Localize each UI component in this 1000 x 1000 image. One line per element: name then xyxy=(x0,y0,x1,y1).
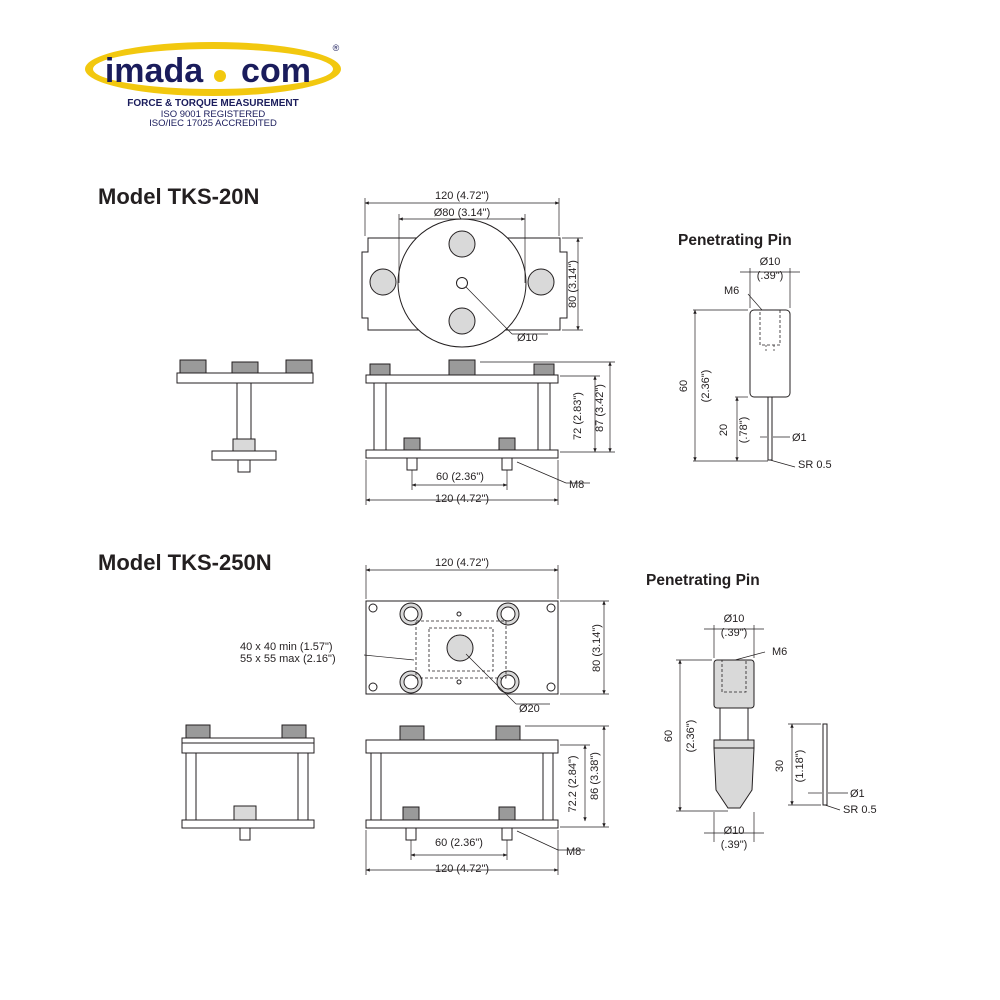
tks20-front-view: 72 (2.83") 87 (3.42") 60 (2.36") 120 (4.… xyxy=(365,359,615,505)
tks250-pin-needle-len-in: (1.18") xyxy=(794,750,806,783)
tks20-pin-length-in: (2.36") xyxy=(700,370,712,403)
tks20-pin-dia-top-in: (.39") xyxy=(757,270,784,282)
tks250-center-hole-label: Ø20 xyxy=(519,703,540,715)
tks250-sample-max-label: 55 x 55 max (2.16") xyxy=(240,653,336,665)
tks20-pin-tip-radius: SR 0.5 xyxy=(798,459,832,471)
tks20-pin-tip-len: 20 xyxy=(718,424,730,436)
logo-tagline: FORCE & TORQUE MEASUREMENT xyxy=(127,98,299,109)
tks20-center-hole-label: Ø10 xyxy=(517,332,538,344)
tks250-front-view: 72.2 (2.84") 86 (3.38") 60 (2.36") 120 (… xyxy=(365,725,609,875)
tks20-top-height-label: 80 (3.14") xyxy=(567,260,579,308)
tks250-pin-tip-radius: SR 0.5 xyxy=(843,804,877,816)
tks20-front-h2-label: 87 (3.42") xyxy=(594,384,606,432)
tks250-pin-dia-top: Ø10 xyxy=(724,613,745,625)
logo-cert-iso9001: ISO 9001 REGISTERED xyxy=(160,109,266,120)
logo-graphic: imada com ® xyxy=(85,42,341,96)
logo-ellipse-inner xyxy=(93,49,333,89)
tks20-pin-dia-top: Ø10 xyxy=(760,256,781,268)
tks250-pin-dia-bottom: Ø10 xyxy=(724,825,745,837)
tks250-front-spacing-label: 60 (2.36") xyxy=(435,837,483,849)
pin-title-tks250n: Penetrating Pin xyxy=(646,572,760,589)
tks250-side-view xyxy=(181,724,315,841)
tks250-pin-needle-len: 30 xyxy=(774,760,786,772)
pin-title-tks20n: Penetrating Pin xyxy=(678,232,792,249)
tks20-top-circle-label: Ø80 (3.14") xyxy=(434,207,491,219)
model-title-tks250n: Model TKS-250N xyxy=(98,550,272,575)
tks250-pin-length-in: (2.36") xyxy=(685,720,697,753)
tks20-top-width-label: 120 (4.72") xyxy=(435,190,489,202)
tks250-pin-length: 60 xyxy=(663,730,675,742)
tks20-front-width-label: 120 (4.72") xyxy=(435,493,489,505)
logo-word-right: com xyxy=(241,52,311,90)
tks250-top-width-label: 120 (4.72") xyxy=(435,557,489,569)
logo-registered-mark: ® xyxy=(333,43,340,53)
tks250-pin-dia-bottom-in: (.39") xyxy=(721,839,748,851)
logo-cert-iso17025: ISO/IEC 17025 ACCREDITED xyxy=(149,118,277,129)
tks20-front-spacing-label: 60 (2.36") xyxy=(436,471,484,483)
tks20-thread-label: M8 xyxy=(569,479,584,491)
tks250-top-height-label: 80 (3.14") xyxy=(591,624,603,672)
logo-word-left: imada xyxy=(105,52,204,90)
tks250-thread-label: M8 xyxy=(566,846,581,858)
tks20-pin-tip-len-in: (.78") xyxy=(738,417,750,444)
tks250-sample-min-label: 40 x 40 min (1.57") xyxy=(240,641,333,653)
tks250-top-view: 120 (4.72") 80 (3.14") 40 x 40 min (1.57… xyxy=(240,557,609,715)
tks20-side-view xyxy=(176,359,314,473)
tks20-top-view: 120 (4.72") Ø80 (3.14") 80 (3.14") Ø10 xyxy=(361,190,583,348)
tks250-pin-thread: M6 xyxy=(772,646,787,658)
tks250-front-h1-label: 72.2 (2.84") xyxy=(567,755,579,812)
logo-dot xyxy=(214,70,226,82)
tks20-pin-length: 60 xyxy=(678,380,690,392)
tks250-front-width-label: 120 (4.72") xyxy=(435,863,489,875)
tks250-pin-dia-top-in: (.39") xyxy=(721,627,748,639)
model-title-tks20n: Model TKS-20N xyxy=(98,184,260,209)
tks250-pin-drawing: Ø10 (.39") M6 60 (2.36") Ø10 (.39") 30 (… xyxy=(663,613,877,851)
tks20-pin-tip-dia: Ø1 xyxy=(792,432,807,444)
tks250-front-h2-label: 86 (3.38") xyxy=(589,752,601,800)
tks20-front-h1-label: 72 (2.83") xyxy=(572,392,584,440)
tks20-pin-drawing: Ø10 (.39") M6 60 (2.36") 20 (.78") Ø1 SR… xyxy=(678,256,832,471)
tks250-pin-tip-dia: Ø1 xyxy=(850,788,865,800)
tks20-pin-thread: M6 xyxy=(724,285,739,297)
